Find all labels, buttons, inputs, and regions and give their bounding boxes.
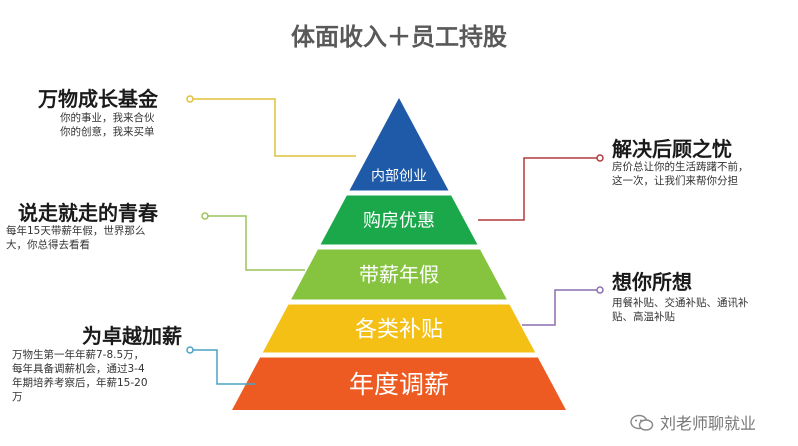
- layer-annual-raise: [232, 357, 566, 410]
- layer-internal-startup-label: 内部创业: [371, 169, 427, 185]
- desc-line: 这一次，让我们来帮你分担: [612, 175, 738, 187]
- annotation-title-youth: 说走就走的青春: [18, 201, 158, 225]
- connector-youth: [205, 215, 305, 271]
- layer-internal-startup: [349, 98, 449, 191]
- layer-annual-raise-label: 年度调薪: [349, 370, 449, 399]
- layer-paid-leave: [291, 249, 507, 300]
- connector-dot-growth-fund: [186, 95, 194, 103]
- annotation-title-worry: 解决后顾之忧: [612, 137, 732, 161]
- layer-paid-leave-label: 带薪年假: [359, 263, 439, 287]
- connector-dot-want: [596, 286, 604, 294]
- desc-line: 万物生第一年年薪7-8.5万，: [12, 349, 145, 361]
- annotation-title-growth-fund: 万物成长基金: [38, 87, 158, 111]
- connector-worry: [478, 157, 600, 221]
- connector-want: [522, 289, 600, 326]
- desc-line: 用餐补贴、交通补贴、通讯补: [612, 297, 749, 309]
- desc-line: 万: [12, 391, 23, 403]
- annotation-desc-raise: 万物生第一年年薪7-8.5万， 每年具备调薪机会，通过3-4 年期培养考察后，年…: [12, 348, 148, 404]
- watermark: 刘老师聊就业: [630, 410, 756, 434]
- desc-line: 大，你总得去看看: [6, 239, 90, 251]
- watermark-text: 刘老师聊就业: [660, 414, 757, 433]
- annotation-desc-want: 用餐补贴、交通补贴、通讯补 贴、高温补贴: [612, 296, 749, 324]
- desc-line: 你的创意，我来买单: [60, 126, 155, 138]
- desc-line: 年期培养考察后，年薪15-20: [12, 377, 148, 389]
- desc-line: 你的事业，我来合伙: [60, 112, 155, 124]
- desc-line: 贴、高温补贴: [612, 311, 675, 323]
- layer-subsidies: [262, 304, 536, 353]
- annotation-title-want: 想你所想: [612, 270, 692, 294]
- layer-housing-discount: [320, 195, 478, 245]
- layer-subsidies-label: 各类补贴: [355, 317, 443, 342]
- connector-dot-raise: [186, 346, 194, 354]
- annotation-desc-youth: 每年15天带薪年假，世界那么 大，你总得去看看: [6, 224, 145, 252]
- page-title: 体面收入＋员工持股: [291, 23, 507, 51]
- annotation-desc-growth-fund: 你的事业，我来合伙 你的创意，我来买单: [60, 111, 155, 139]
- desc-line: 每年具备调薪机会，通过3-4: [12, 363, 145, 375]
- annotation-title-raise: 为卓越加薪: [82, 324, 182, 348]
- connector-dot-youth: [201, 212, 209, 220]
- annotation-desc-worry: 房价总让你的生活踌躇不前， 这一次，让我们来帮你分担: [612, 160, 749, 188]
- layer-housing-discount-label: 购房优惠: [363, 210, 435, 231]
- desc-line: 每年15天带薪年假，世界那么: [6, 225, 146, 237]
- desc-line: 房价总让你的生活踌躇不前，: [612, 161, 749, 173]
- connector-raise: [190, 349, 255, 385]
- connector-growth-fund: [190, 98, 356, 157]
- wechat-icon: [630, 414, 654, 432]
- connector-dot-worry: [596, 154, 604, 162]
